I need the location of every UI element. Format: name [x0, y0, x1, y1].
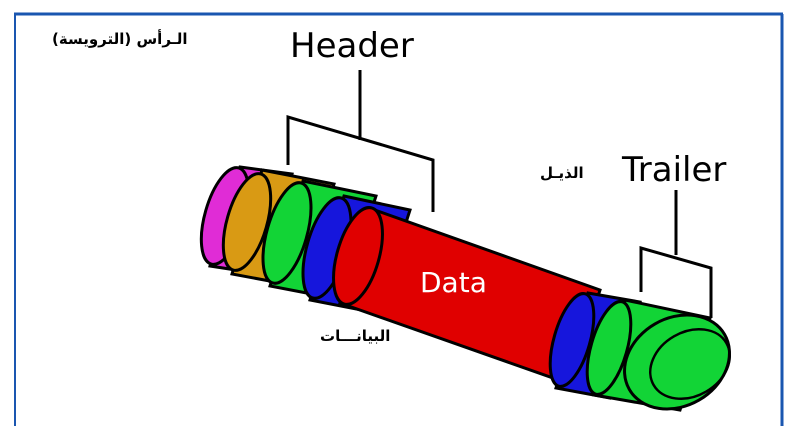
segment-green-trailer-face	[585, 300, 633, 396]
cylinder-front-cap	[623, 313, 731, 411]
segment-green-header-face	[261, 181, 313, 285]
header-bracket	[286, 70, 435, 212]
data-label: Data	[420, 266, 487, 299]
header-label: Header	[290, 26, 414, 66]
segment-red-data-face	[332, 206, 384, 306]
cylinder-front-cap-rim	[649, 327, 731, 401]
trailer-bracket	[639, 190, 713, 318]
data-arabic-label: البيانـــات	[320, 327, 391, 345]
segment-blue-trailer-face	[548, 292, 596, 388]
trailer-label: Trailer	[622, 150, 727, 190]
trailer-arabic-label: الذيـل	[540, 164, 584, 182]
header-arabic-label: الـرأس (الترويسة)	[52, 30, 188, 48]
